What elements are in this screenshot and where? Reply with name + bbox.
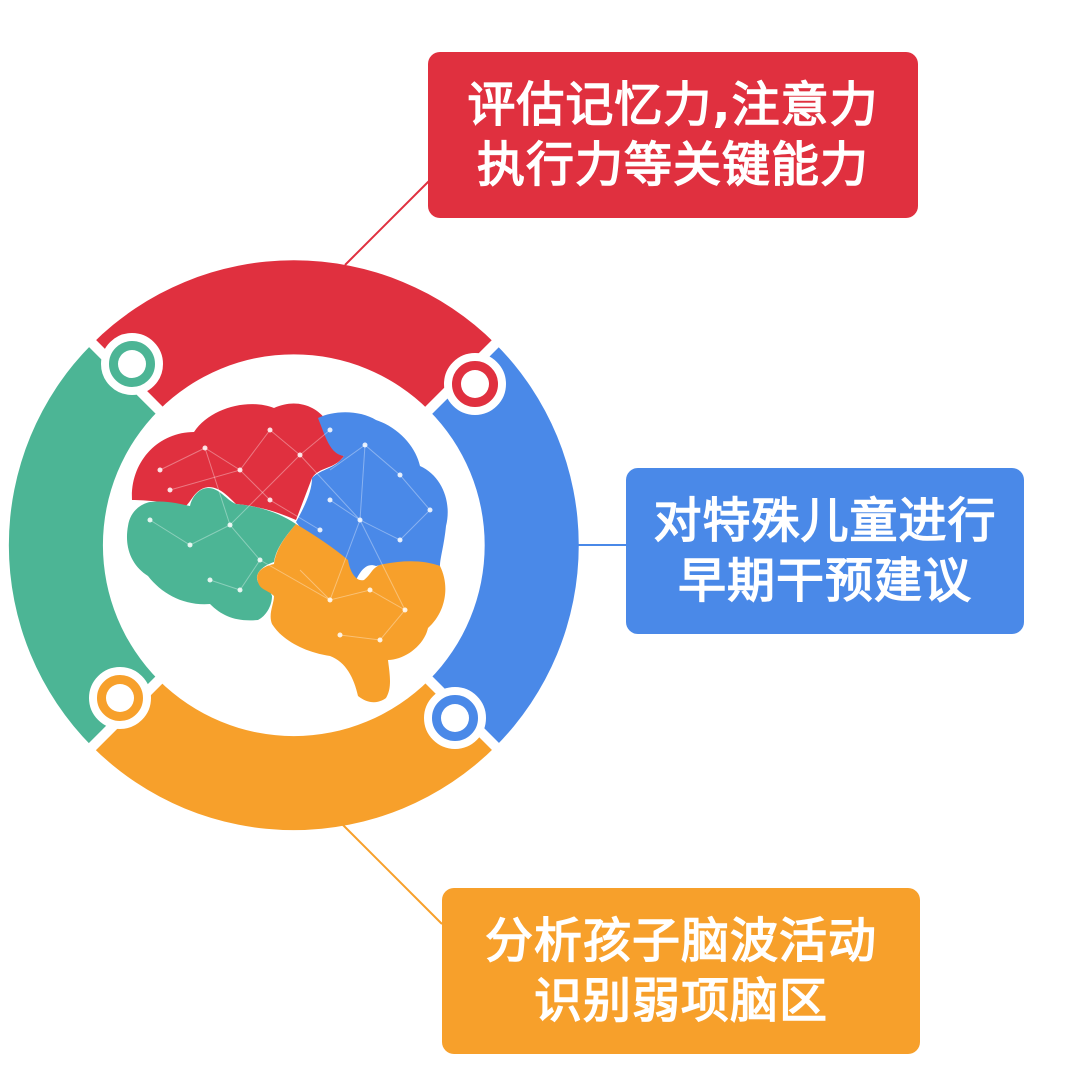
label-right-line1: 对特殊儿童进行 bbox=[653, 493, 997, 549]
brain-puzzle-icon bbox=[126, 403, 448, 703]
brain-lobe-green bbox=[126, 488, 296, 621]
ring-segment-orange bbox=[92, 680, 496, 831]
connector-line-bottom bbox=[339, 821, 443, 925]
label-bottom-line2: 识别弱项脑区 bbox=[533, 973, 828, 1029]
brain-lobe-blue bbox=[296, 412, 448, 580]
label-box-top: 评估记忆力,注意力 执行力等关键能力 bbox=[428, 52, 918, 218]
ring-segment-green bbox=[8, 343, 159, 747]
brain-lobe-red bbox=[131, 403, 344, 520]
puzzle-ring bbox=[8, 260, 579, 831]
label-top-line1: 评估记忆力,注意力 bbox=[467, 77, 879, 133]
label-top-line2: 执行力等关键能力 bbox=[476, 137, 869, 193]
label-box-right: 对特殊儿童进行 早期干预建议 bbox=[626, 468, 1024, 634]
ring-segment-blue bbox=[428, 343, 579, 747]
ring-segment-red bbox=[92, 260, 496, 411]
brain-lobe-orange bbox=[257, 524, 446, 703]
label-bottom-line1: 分析孩子脑波活动 bbox=[484, 913, 877, 969]
label-box-bottom: 分析孩子脑波活动 识别弱项脑区 bbox=[442, 888, 920, 1054]
label-right-line2: 早期干预建议 bbox=[677, 553, 972, 609]
